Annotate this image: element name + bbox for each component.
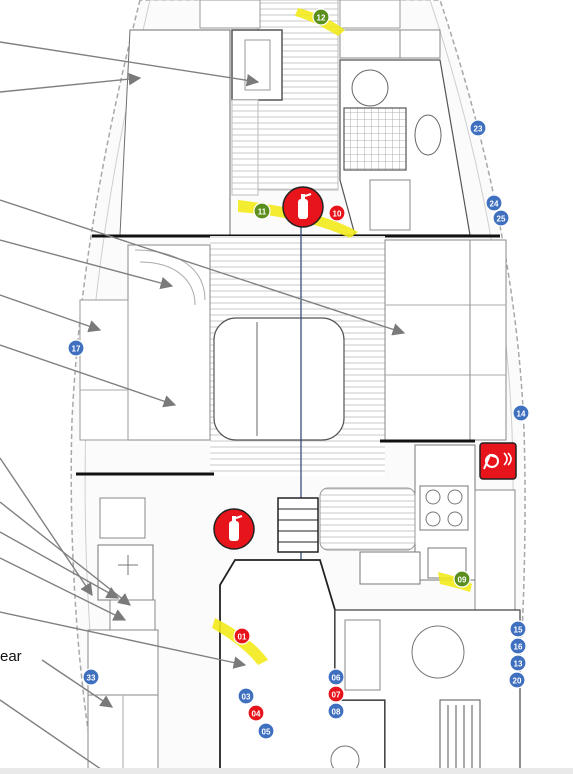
svg-text:24: 24 [490,200,499,209]
svg-text:09: 09 [458,576,467,585]
svg-text:04: 04 [252,710,261,719]
fire-hose-reel-icon [479,442,517,480]
svg-text:25: 25 [497,215,506,224]
marker-23[interactable]: 23 [469,119,487,137]
svg-text:14: 14 [517,410,526,419]
svg-text:33: 33 [87,674,96,683]
galley [319,444,516,611]
marker-20[interactable]: 20 [508,671,526,689]
bottom-bar [0,768,573,774]
marker-08[interactable]: 08 [327,702,345,720]
marker-07[interactable]: 07 [327,685,345,703]
svg-text:08: 08 [332,708,341,717]
svg-text:01: 01 [238,633,247,642]
fire-extinguisher-icon [282,186,324,228]
svg-text:05: 05 [262,728,271,737]
svg-text:17: 17 [72,345,81,354]
saloon [79,236,507,476]
number-markers: 12 11 10 23 24 25 17 14 09 01 15 16 13 2… [67,8,530,740]
forward-cabin [119,0,471,236]
svg-text:20: 20 [513,677,522,686]
marker-06[interactable]: 06 [327,668,345,686]
svg-text:07: 07 [332,691,341,700]
svg-text:10: 10 [333,210,342,219]
marker-04[interactable]: 04 [247,704,265,722]
marker-01[interactable]: 01 [233,627,251,645]
marker-24[interactable]: 24 [485,194,503,212]
marker-05[interactable]: 05 [257,722,275,740]
marker-15[interactable]: 15 [509,620,527,638]
marker-25[interactable]: 25 [492,209,510,227]
marker-14[interactable]: 14 [512,404,530,422]
marker-03[interactable]: 03 [237,687,255,705]
marker-13[interactable]: 13 [509,654,527,672]
aft-starboard-cabin [330,609,521,774]
svg-text:16: 16 [514,643,523,652]
marker-33[interactable]: 33 [82,668,100,686]
svg-text:23: 23 [474,125,483,134]
companionway-steps [277,497,319,553]
side-label: ear [0,648,22,665]
marker-11[interactable]: 11 [253,202,271,220]
fire-extinguisher-icon [213,508,255,550]
svg-text:06: 06 [332,674,341,683]
marker-12[interactable]: 12 [312,8,330,26]
svg-text:13: 13 [514,660,523,669]
marker-16[interactable]: 16 [509,637,527,655]
leader-arrows [0,41,406,774]
svg-text:15: 15 [514,626,523,635]
marker-09[interactable]: 09 [453,570,471,588]
svg-text:11: 11 [258,208,267,217]
marker-17[interactable]: 17 [67,339,85,357]
svg-text:03: 03 [242,693,251,702]
marker-10[interactable]: 10 [328,204,346,222]
svg-text:12: 12 [317,14,326,23]
